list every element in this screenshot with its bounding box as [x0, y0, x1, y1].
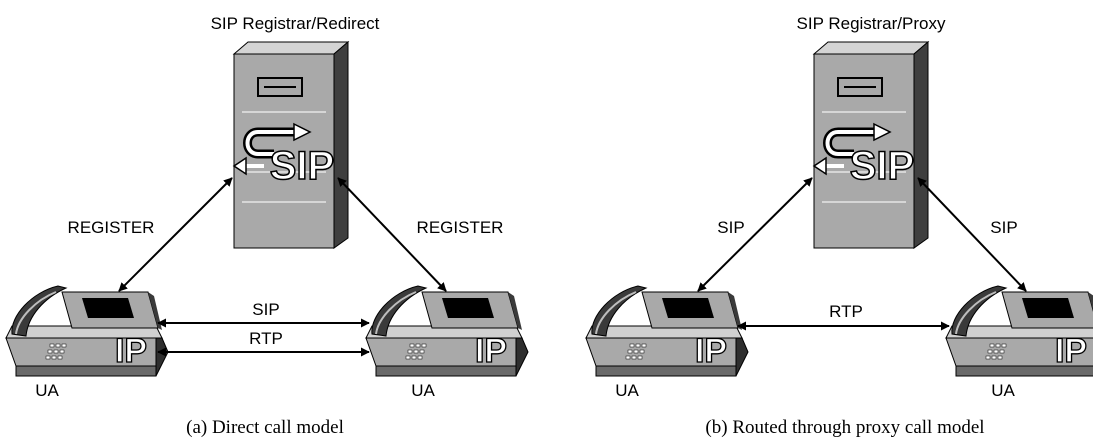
- ip-phone-left-icon: IP: [5, 285, 169, 377]
- caption-a: (a) Direct call model: [186, 417, 344, 438]
- registrar-redirect-label: SIP Registrar/Redirect: [211, 14, 380, 33]
- registrar-redirect-server-icon: SIP: [234, 42, 348, 248]
- phone-ip-badge: IP: [115, 332, 147, 370]
- sip-link-right: [917, 177, 1027, 292]
- server-sip-badge: SIP: [850, 144, 914, 188]
- caption-b: (b) Routed through proxy call model: [705, 417, 984, 438]
- sip-link-label: SIP: [252, 300, 279, 319]
- register-link-right: [337, 177, 447, 292]
- ip-phone-left-icon: IP: [585, 285, 749, 377]
- ua-label-right: UA: [991, 381, 1015, 400]
- registrar-proxy-server-icon: SIP: [814, 42, 928, 248]
- phone-ip-badge: IP: [695, 332, 727, 370]
- phone-ip-badge: IP: [475, 332, 507, 370]
- sip-link-left: [697, 177, 813, 292]
- sip-label-left: SIP: [717, 218, 744, 237]
- rtp-link-label: RTP: [829, 302, 863, 321]
- ip-phone-right-icon: IP: [365, 285, 529, 377]
- panel-b: SIP Registrar/Proxy SIP SIP SIP IP IP RT…: [585, 14, 1093, 438]
- registrar-proxy-label: SIP Registrar/Proxy: [797, 14, 946, 33]
- ip-phone-right-icon: IP: [945, 285, 1093, 377]
- panel-a: SIP Registrar/Redirect SIP REGISTER REGI…: [5, 14, 529, 438]
- phone-ip-badge: IP: [1055, 332, 1087, 370]
- register-link-left: [118, 177, 233, 292]
- ua-label-right: UA: [411, 381, 435, 400]
- sip-label-right: SIP: [990, 218, 1017, 237]
- register-label-right: REGISTER: [417, 218, 504, 237]
- register-label-left: REGISTER: [68, 218, 155, 237]
- ua-label-left: UA: [615, 381, 639, 400]
- ua-label-left: UA: [35, 381, 59, 400]
- rtp-link-label: RTP: [249, 329, 283, 348]
- server-sip-badge: SIP: [270, 144, 334, 188]
